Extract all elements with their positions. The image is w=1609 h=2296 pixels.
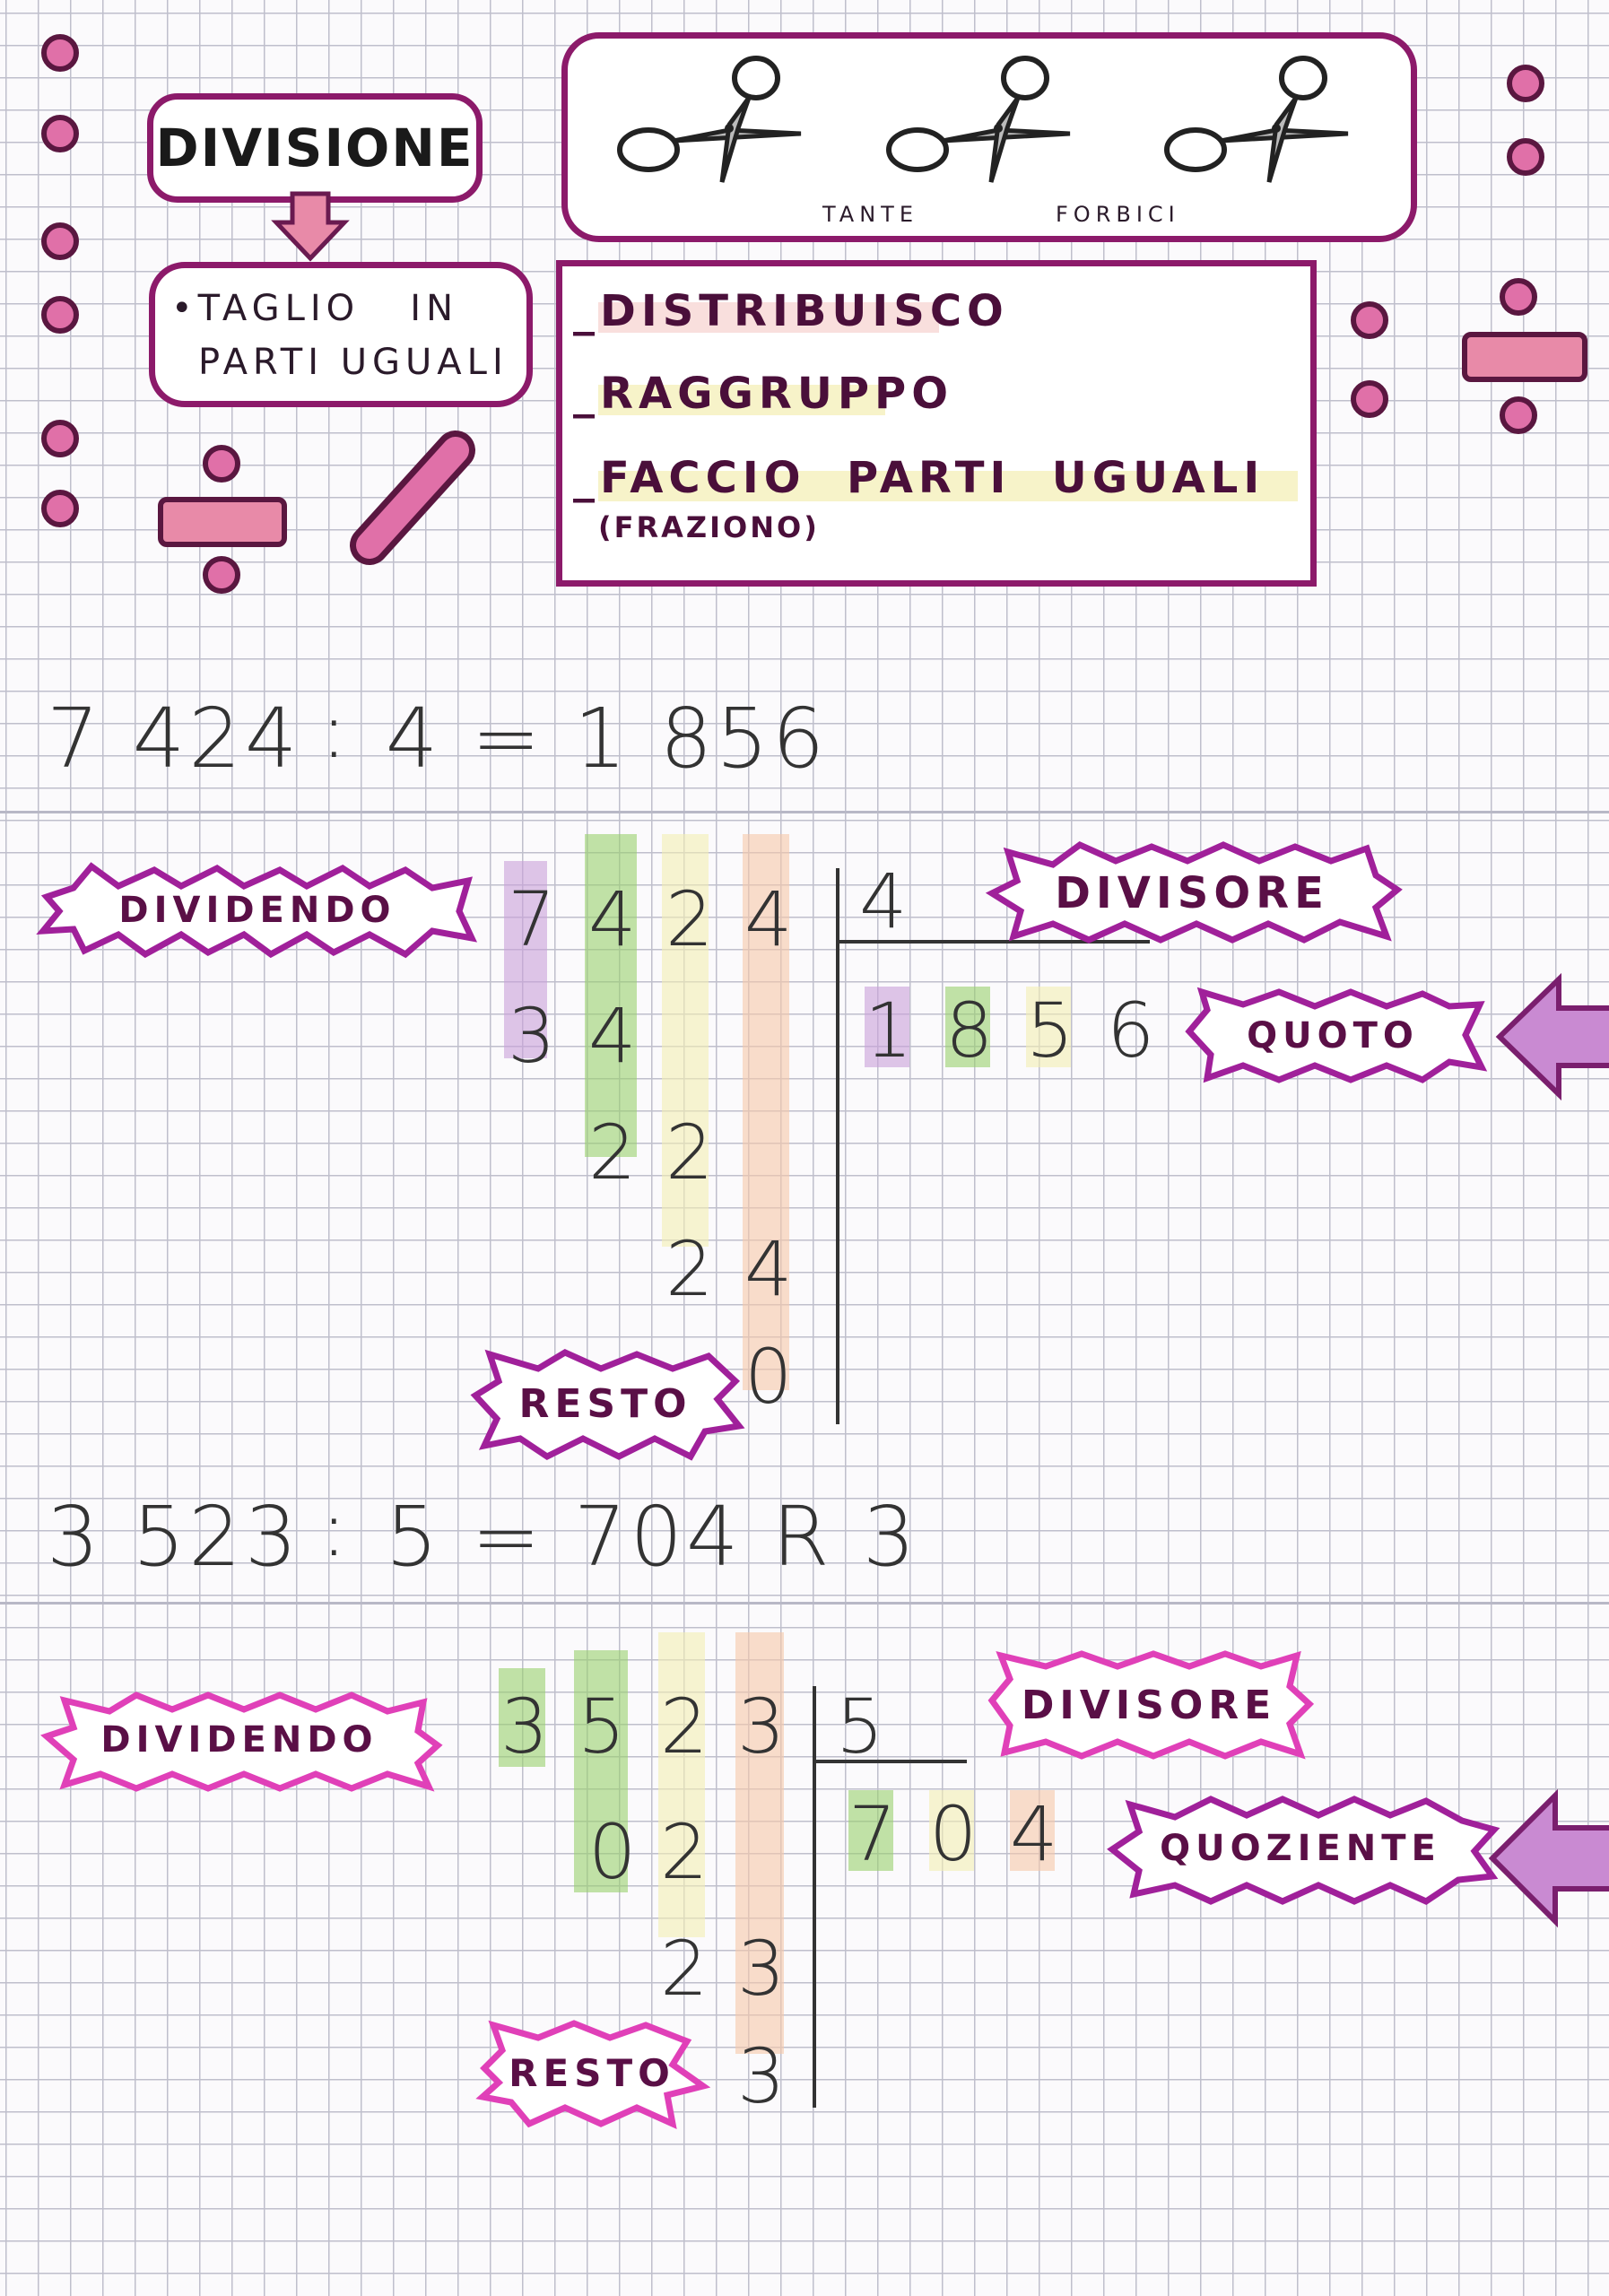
dividend-digit: 5 [578,1683,626,1770]
divisor-digit: 5 [836,1683,884,1770]
decorative-dot [41,296,79,334]
dividend-digit: 4 [588,875,637,963]
remainder-label: RESTO [466,1345,745,1462]
column-highlight [743,834,789,1390]
quotient-label: QUOTO [1180,987,1488,1085]
step-digit: 2 [660,1808,709,1896]
quotient-digit: 4 [1010,1790,1058,1878]
step-digit: 2 [665,1225,714,1313]
remainder-label: RESTO [475,2014,711,2131]
step-digit: 2 [588,1109,637,1196]
definition-line-1: •TAGLIO IN [171,288,459,329]
column-highlight [574,1650,628,1892]
decorative-dot [41,34,79,72]
scissors-box: TANTE FORBICI [561,32,1417,242]
dividend-digit: 7 [508,875,556,963]
decorative-dot [1507,65,1544,102]
dividend-label-text: DIVIDENDO [118,890,396,931]
division-sign-icon [158,445,292,597]
dividend-label-text: DIVIDENDO [100,1719,378,1761]
quotient-digit: 1 [865,987,913,1074]
quotient-label-text: QUOZIENTE [1160,1828,1441,1869]
step-digit: 4 [588,992,637,1080]
dividend-digit: 2 [665,875,714,963]
quotient-highlight [929,1790,974,1871]
quotient-label: QUOZIENTE [1103,1790,1500,1907]
column-highlight [585,834,637,1157]
meaning-faccio-parti-uguali: _FACCIO PARTI UGUALI [573,453,1265,503]
down-arrow-icon [271,191,350,262]
quotient-highlight [1026,987,1071,1067]
left-arrow-icon [1488,1788,1609,1928]
quotient-digit: 0 [929,1790,978,1878]
scissors-icon [617,56,802,183]
example1-expression: 7 424 ∶ 4 = 1 856 [47,691,829,787]
column-highlight [499,1668,545,1767]
scissors-icon [886,56,1071,183]
page-title: DIVISIONE [155,117,474,178]
decorative-dot [1507,138,1544,176]
scissors-icon [1164,56,1349,183]
divisor-label: DIVISORE [983,1647,1315,1763]
quotient-highlight [865,987,909,1067]
decorative-dot [1351,380,1388,418]
step-digit: 2 [660,1925,709,2013]
division-bracket [813,1686,816,2108]
decorative-dot [41,115,79,152]
column-highlight [735,1632,784,2054]
meaning-fraziono: (FRAZIONO) [598,510,820,544]
remainder-digit: 3 [737,2032,786,2120]
column-highlight [658,1632,705,1937]
decorative-dot [1351,301,1388,339]
example2-expression: 3 523 ∶ 5 = 704 R 3 [47,1489,919,1585]
remainder-label-text: RESTO [509,2050,675,2095]
divider [0,811,1609,813]
scissors-caption-2: FORBICI [1056,202,1180,227]
divisor-label-text: DIVISORE [1021,1682,1277,1728]
division-bracket [836,940,1150,944]
meaning-distribuisco: _DISTRIBUISCO [573,286,1009,336]
quotient-digit: 6 [1107,987,1155,1074]
quotient-digit: 8 [945,987,994,1074]
quotient-digit: 7 [848,1790,897,1878]
meanings-box: _DISTRIBUISCO _RAGGRUPPO _FACCIO PARTI U… [556,260,1317,587]
decorative-dot [41,222,79,260]
definition-box: •TAGLIO IN PARTI UGUALI [149,262,533,407]
dividend-digit: 3 [500,1683,549,1770]
quotient-digit: 5 [1026,987,1074,1074]
dividend-digit: 2 [660,1683,709,1770]
slash-icon [350,430,475,565]
division-bracket [836,868,839,1424]
definition-line-2: PARTI UGUALI [198,342,509,383]
scissors-caption-1: TANTE [822,202,918,227]
column-highlight [504,861,547,1058]
title-box: DIVISIONE [147,93,483,203]
step-digit: 2 [665,1109,714,1196]
remainder-label-text: RESTO [518,1380,692,1427]
decorative-dot [41,420,79,457]
divisor-label-text: DIVISORE [1055,868,1329,918]
step-digit: 4 [744,1225,793,1313]
quotient-highlight [1010,1790,1055,1871]
dividend-digit: 4 [744,875,793,963]
quotient-label-text: QUOTO [1247,1015,1419,1057]
left-arrow-icon [1495,972,1609,1101]
divider [0,1602,1609,1605]
column-highlight [662,834,709,1247]
division-bracket [813,1760,967,1763]
dividend-label: DIVIDENDO [38,1686,443,1794]
quotient-highlight [848,1790,893,1871]
divisor-label: DIVISORE [981,839,1403,947]
step-digit: 0 [588,1808,637,1896]
dividend-digit: 3 [737,1683,786,1770]
step-digit: 3 [737,1925,786,2013]
meaning-raggruppo: _RAGGRUPPO [573,369,954,419]
quotient-highlight [945,987,990,1067]
divisor-digit: 4 [859,857,908,945]
decorative-dot [41,490,79,527]
step-digit: 3 [508,992,556,1080]
division-sign-icon [1462,278,1587,439]
dividend-label: DIVIDENDO [36,861,478,960]
remainder-digit: 0 [744,1333,793,1421]
